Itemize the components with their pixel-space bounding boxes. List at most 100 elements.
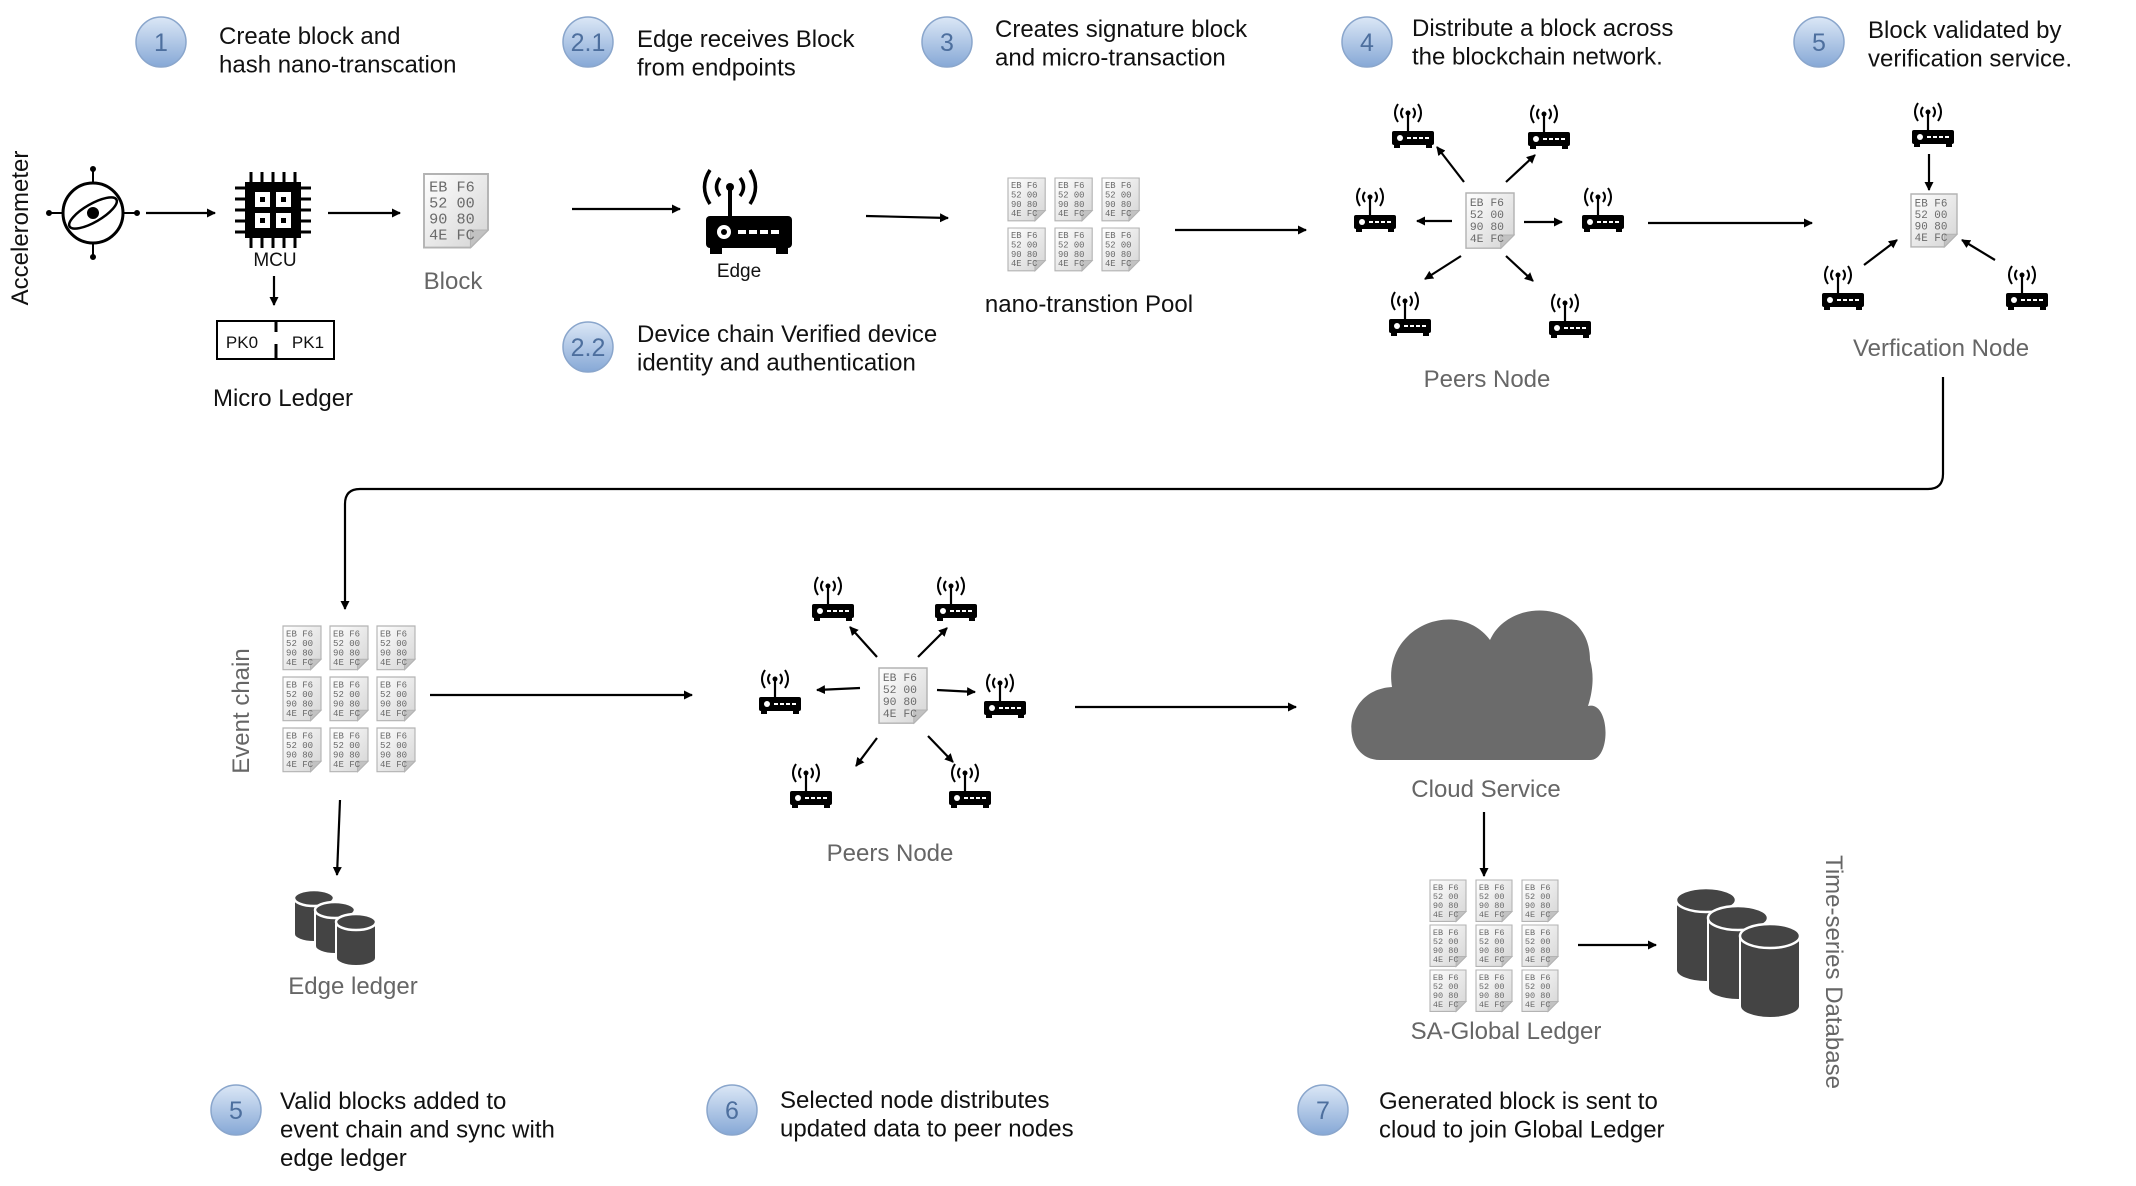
- database-layer: [292, 886, 1802, 1019]
- hex-line: EB F6: [1433, 928, 1459, 938]
- connectors: [146, 146, 1996, 950]
- hex-line: 90 80: [1470, 222, 1504, 234]
- step-caption-line: Block validated by: [1868, 17, 2061, 44]
- pk0-label: PK0: [226, 333, 258, 352]
- hex-line: 4E FC: [380, 708, 408, 719]
- step-badge: 1: [135, 16, 187, 68]
- verification-node-label: Verfication Node: [1853, 335, 2029, 362]
- hex-line: 4E FC: [1105, 209, 1132, 219]
- hex-line: EB F6: [1525, 883, 1551, 893]
- hex-line: 90 80: [1011, 250, 1038, 260]
- arrow-event-chain-to-edge-ledger: [332, 799, 342, 876]
- wireless-router-icon: [1392, 103, 1434, 148]
- hex-line: 52 00: [1479, 892, 1505, 902]
- step-badge: 2.2: [562, 321, 614, 373]
- verify-arrow-sw: [1863, 239, 1898, 266]
- hex-line: 4E FC: [380, 657, 408, 668]
- peer-arrow-nw: [1436, 146, 1465, 183]
- hex-line: EB F6: [1058, 181, 1085, 191]
- hex-line: 4E FC: [429, 227, 475, 245]
- micro-ledger-label: Micro Ledger: [213, 385, 353, 412]
- step-caption-line: the blockchain network.: [1412, 44, 1663, 71]
- hex-line: 90 80: [429, 211, 475, 229]
- step-caption-line: Selected node distributes: [780, 1087, 1050, 1114]
- time-series-database-label: Time-series Database: [1820, 855, 1847, 1089]
- hex-line: 52 00: [1479, 937, 1505, 947]
- step-number: 7: [1316, 1097, 1330, 1125]
- hex-line: 52 00: [286, 638, 313, 649]
- hex-line: 52 00: [1011, 191, 1038, 201]
- wireless-router-icon: [1389, 291, 1431, 336]
- step-badge: 3: [921, 16, 973, 68]
- hex-line: 52 00: [1058, 191, 1085, 201]
- peer2-arrow-e: [936, 687, 976, 697]
- step-badge: 5: [1793, 16, 1845, 68]
- wireless-router-icon: [1354, 187, 1396, 232]
- hex-line: 90 80: [1479, 901, 1505, 911]
- hex-line: EB F6: [1058, 231, 1085, 241]
- hex-line: 52 00: [380, 740, 407, 751]
- hex-line: 52 00: [380, 689, 407, 700]
- hex-line: EB F6: [1525, 928, 1551, 938]
- node-router-layer: [759, 102, 2048, 808]
- hex-line: 52 00: [333, 689, 360, 700]
- hex-line: 52 00: [1433, 937, 1459, 947]
- hex-line: 90 80: [380, 749, 407, 760]
- hex-line: EB F6: [286, 730, 313, 741]
- step-number: 6: [725, 1097, 739, 1125]
- hex-line: 4E FC: [883, 709, 917, 721]
- hex-line: EB F6: [1479, 973, 1505, 983]
- hex-line: EB F6: [380, 679, 407, 690]
- step-number: 3: [940, 29, 954, 57]
- step-number: 4: [1360, 29, 1374, 57]
- hex-line: 4E FC: [1058, 259, 1085, 269]
- verify-arrow-se: [1961, 239, 1996, 261]
- block-label: Block: [424, 268, 484, 295]
- hex-line: 90 80: [333, 647, 360, 658]
- hex-line: 90 80: [1525, 946, 1551, 956]
- hex-line: EB F6: [380, 730, 407, 741]
- step-caption-line: Create block and: [219, 23, 400, 50]
- hex-line: EB F6: [286, 679, 313, 690]
- hex-line: EB F6: [1105, 181, 1132, 191]
- step-caption-line: event chain and sync with: [280, 1117, 555, 1144]
- hex-line: EB F6: [380, 628, 407, 639]
- peer-arrow-se: [1505, 255, 1534, 282]
- micro-ledger-box: [216, 320, 335, 360]
- hex-line: 90 80: [1915, 222, 1948, 234]
- hex-line: 90 80: [1479, 991, 1505, 1001]
- step-caption-line: Valid blocks added to: [280, 1088, 506, 1115]
- hex-line: 52 00: [429, 195, 475, 213]
- hex-line: EB F6: [286, 628, 313, 639]
- microcontroller-chip-icon: [235, 172, 311, 248]
- hex-line: EB F6: [883, 673, 917, 685]
- step-caption-line: cloud to join Global Ledger: [1379, 1117, 1665, 1144]
- hex-line: 4E FC: [1525, 910, 1551, 920]
- step-number: 2.1: [571, 29, 606, 57]
- hex-line: 52 00: [883, 685, 917, 697]
- hex-line: EB F6: [1479, 928, 1505, 938]
- hex-line: 90 80: [1433, 991, 1459, 1001]
- edge-router-icon: [702, 169, 792, 254]
- hex-line: 4E FC: [1915, 233, 1948, 245]
- wireless-router-icon: [935, 576, 977, 621]
- arrow-edge-to-pool: [865, 213, 949, 223]
- hex-line: 52 00: [1058, 241, 1085, 251]
- step-caption-line: from endpoints: [637, 55, 796, 82]
- hex-line: 4E FC: [333, 759, 361, 770]
- hex-line: 90 80: [333, 698, 360, 709]
- step-caption-line: Distribute a block across: [1412, 15, 1673, 42]
- hex-line: 4E FC: [1479, 955, 1505, 965]
